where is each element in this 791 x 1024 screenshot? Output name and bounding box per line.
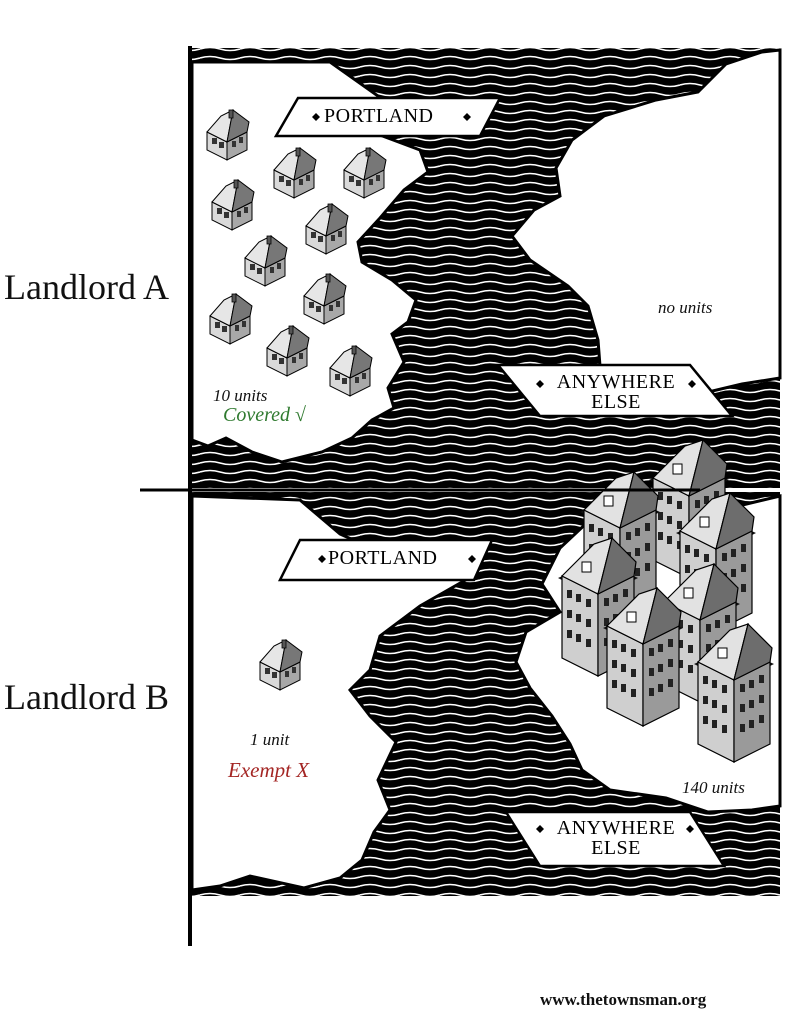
bullet-diamond bbox=[468, 555, 476, 563]
elsewhere-units-b: 140 units bbox=[682, 778, 745, 797]
portland-units-a: 10 units bbox=[213, 386, 268, 405]
status-badge-a: Covered √ bbox=[223, 404, 306, 426]
elsewhere-banner-line1-b: ANYWHERE bbox=[556, 817, 676, 839]
bullet-diamond bbox=[463, 113, 471, 121]
elsewhere-banner-label-b: ANYWHERE ELSE bbox=[548, 818, 684, 858]
portland-banner-a bbox=[273, 96, 503, 138]
bullet-diamond bbox=[312, 113, 320, 121]
elsewhere-banner-line2-a: ELSE bbox=[591, 391, 641, 413]
row-label-a: Landlord A bbox=[4, 267, 169, 307]
bullet-diamond bbox=[536, 825, 544, 833]
elsewhere-banner-line2-b: ELSE bbox=[591, 837, 641, 859]
region-a bbox=[190, 48, 782, 488]
status-badge-b: Exempt X bbox=[228, 758, 310, 782]
elsewhere-banner-b bbox=[503, 810, 727, 868]
row-label-b: Landlord B bbox=[4, 677, 169, 717]
bullet-diamond bbox=[686, 825, 694, 833]
elsewhere-banner-line1-a: ANYWHERE bbox=[556, 371, 676, 393]
portland-banner-label-b: PORTLAND bbox=[328, 547, 438, 569]
region-b bbox=[190, 439, 782, 896]
bullet-diamond bbox=[688, 380, 696, 388]
bullet-diamond bbox=[318, 555, 326, 563]
portland-banner-label-a: PORTLAND bbox=[324, 105, 434, 127]
elsewhere-banner-a bbox=[495, 363, 735, 418]
portland-units-b: 1 unit bbox=[250, 730, 290, 749]
elsewhere-units-a: no units bbox=[658, 298, 713, 317]
bullet-diamond bbox=[536, 380, 544, 388]
elsewhere-banner-label-a: ANYWHERE ELSE bbox=[548, 372, 684, 412]
footer-website[interactable]: www.thetownsman.org bbox=[540, 990, 707, 1009]
portland-banner-b bbox=[277, 538, 494, 582]
